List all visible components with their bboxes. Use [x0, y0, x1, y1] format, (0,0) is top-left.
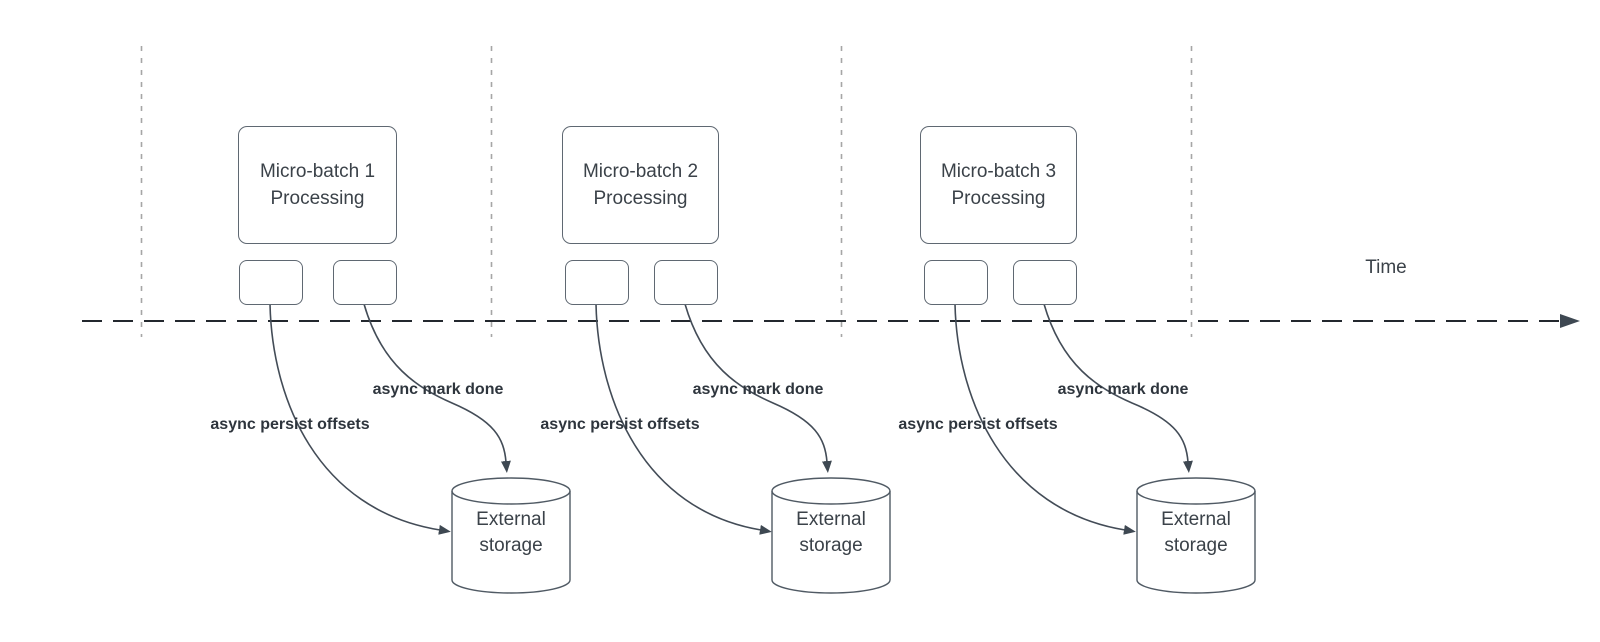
- micro-batch-1-processing-box: Micro-batch 1 Processing: [238, 126, 397, 244]
- external-storage-cylinder-1: [451, 477, 571, 594]
- micro-batch-2-processing-box: Micro-batch 2 Processing: [562, 126, 719, 244]
- external-storage-label-1-line2: storage: [479, 535, 543, 556]
- external-storage-cylinder-1-rim: [451, 490, 571, 505]
- persist-task-box-1: [239, 260, 303, 305]
- micro-batch-2-title-line2: Processing: [593, 188, 688, 209]
- async-mark-done-label-1: async mark done: [372, 381, 504, 398]
- external-storage-label-1: External storage: [452, 507, 570, 559]
- external-storage-label-1-line1: External: [476, 509, 546, 530]
- external-storage-cylinder-3: [1136, 477, 1256, 594]
- async-mark-done-arrow-1: [363, 303, 511, 473]
- mark-done-task-box-2: [654, 260, 718, 305]
- micro-batch-1-title-line1: Micro-batch 1: [259, 161, 376, 182]
- async-mark-done-arrow-2: [684, 303, 832, 473]
- persist-task-box-3: [924, 260, 988, 305]
- external-storage-cylinder-3-rim: [1136, 490, 1256, 505]
- async-mark-done-arrow-3: [1043, 303, 1193, 473]
- time-axis-arrowhead: [1560, 314, 1580, 328]
- async-persist-offsets-arrow-3: [954, 303, 1136, 535]
- external-storage-label-3-line1: External: [1161, 509, 1231, 530]
- external-storage-label-2-line1: External: [796, 509, 866, 530]
- async-persist-offsets-label-1: async persist offsets: [210, 416, 370, 433]
- micro-batch-3-title-line2: Processing: [951, 188, 1046, 209]
- persist-task-box-2: [565, 260, 629, 305]
- micro-batch-1-title-line2: Processing: [270, 188, 365, 209]
- external-storage-cylinder-2-rim: [771, 490, 891, 505]
- external-storage-label-2-line2: storage: [799, 535, 863, 556]
- async-persist-offsets-label-2: async persist offsets: [540, 416, 700, 433]
- mark-done-task-box-1: [333, 260, 397, 305]
- micro-batch-2-title-line1: Micro-batch 2: [582, 161, 699, 182]
- async-persist-offsets-label-3: async persist offsets: [898, 416, 1058, 433]
- external-storage-label-3: External storage: [1137, 507, 1255, 559]
- micro-batch-3-processing-box: Micro-batch 3 Processing: [920, 126, 1077, 244]
- async-mark-done-label-3: async mark done: [1057, 381, 1189, 398]
- micro-batch-3-title-line1: Micro-batch 3: [940, 161, 1057, 182]
- async-persist-offsets-arrow-1: [269, 303, 451, 535]
- mark-done-task-box-3: [1013, 260, 1077, 305]
- external-storage-label-2: External storage: [772, 507, 890, 559]
- async-persist-offsets-arrow-2: [595, 303, 772, 535]
- time-axis-label: Time: [1365, 257, 1407, 278]
- async-mark-done-label-2: async mark done: [692, 381, 824, 398]
- external-storage-cylinder-2: [771, 477, 891, 594]
- external-storage-label-3-line2: storage: [1164, 535, 1228, 556]
